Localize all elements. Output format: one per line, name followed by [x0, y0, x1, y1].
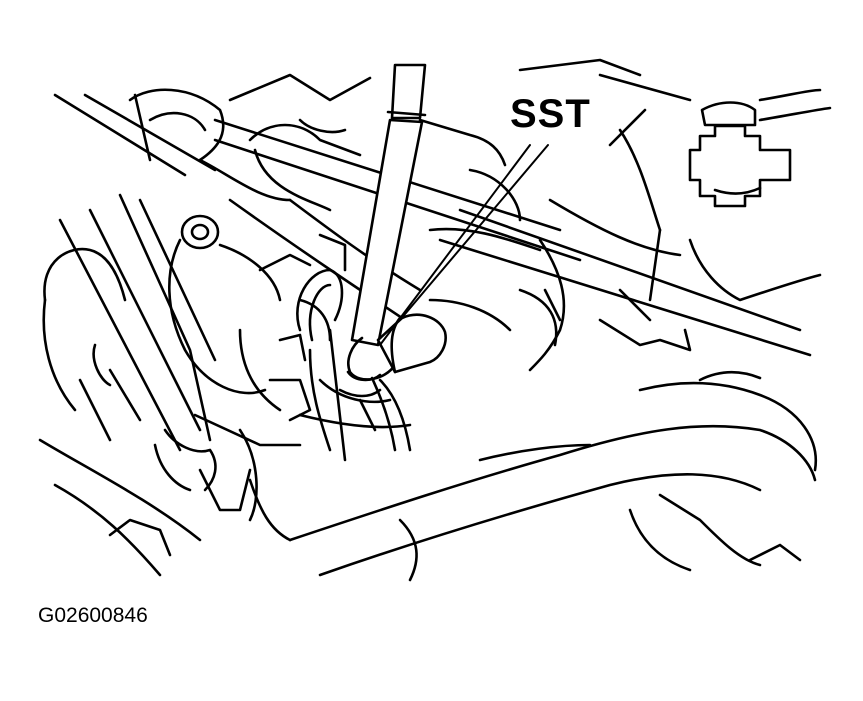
- sst-tool: [338, 63, 447, 452]
- sst-leader-lines: [379, 144, 549, 346]
- radiator-cap: [688, 101, 792, 208]
- engine-block-outline: [38, 58, 832, 577]
- pipe-loop: [296, 268, 412, 462]
- sst-label: SST: [510, 92, 591, 136]
- figure-id: G02600846: [38, 604, 148, 627]
- ignition-cables: [58, 193, 217, 492]
- engine-rails: [53, 93, 812, 357]
- lower-hose: [248, 370, 818, 582]
- housing: [108, 214, 347, 557]
